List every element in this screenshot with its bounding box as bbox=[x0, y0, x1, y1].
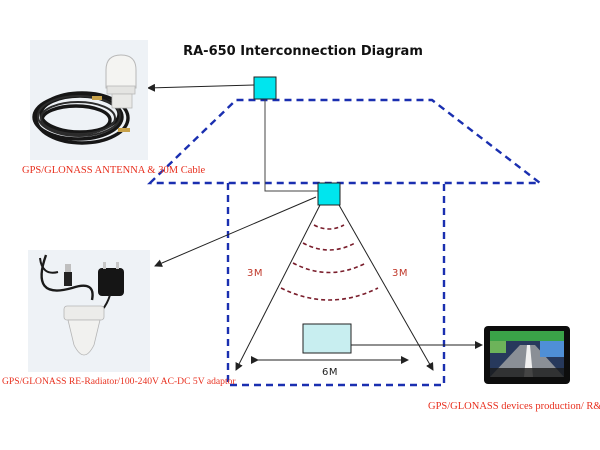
coverage-line-right bbox=[338, 204, 434, 371]
house-body-outline bbox=[226, 183, 446, 387]
antenna-photo bbox=[30, 40, 148, 160]
signal-wave-1 bbox=[313, 224, 345, 230]
roof-antenna-node bbox=[253, 76, 277, 100]
signal-wave-3 bbox=[292, 262, 367, 274]
gps-device-photo bbox=[484, 326, 570, 384]
width-label: 6M bbox=[322, 367, 338, 378]
roof-outline bbox=[147, 98, 544, 185]
devices-label: GPS/GLONASS devices production/ R&D test bbox=[428, 401, 600, 412]
coverage-line-left bbox=[235, 204, 321, 371]
signal-wave-2 bbox=[302, 242, 356, 251]
cable-line bbox=[264, 100, 320, 192]
arrow-to-antenna bbox=[147, 83, 255, 92]
reradiator-node bbox=[317, 182, 341, 206]
arrow-to-reradiator bbox=[154, 196, 317, 267]
reradiator-photo bbox=[28, 250, 150, 372]
reradiator-label: GPS/GLONASS RE-Radiator/100-240V AC-DC 5… bbox=[2, 376, 236, 387]
diagram-title: RA-650 Interconnection Diagram bbox=[183, 44, 423, 59]
range-label-right: 3M bbox=[392, 268, 408, 279]
antenna-label: GPS/GLONASS ANTENNA & 30M Cable bbox=[22, 165, 206, 176]
signal-wave-4 bbox=[280, 287, 379, 301]
range-label-left: 3M bbox=[247, 268, 263, 279]
device-under-test-box bbox=[302, 323, 352, 354]
